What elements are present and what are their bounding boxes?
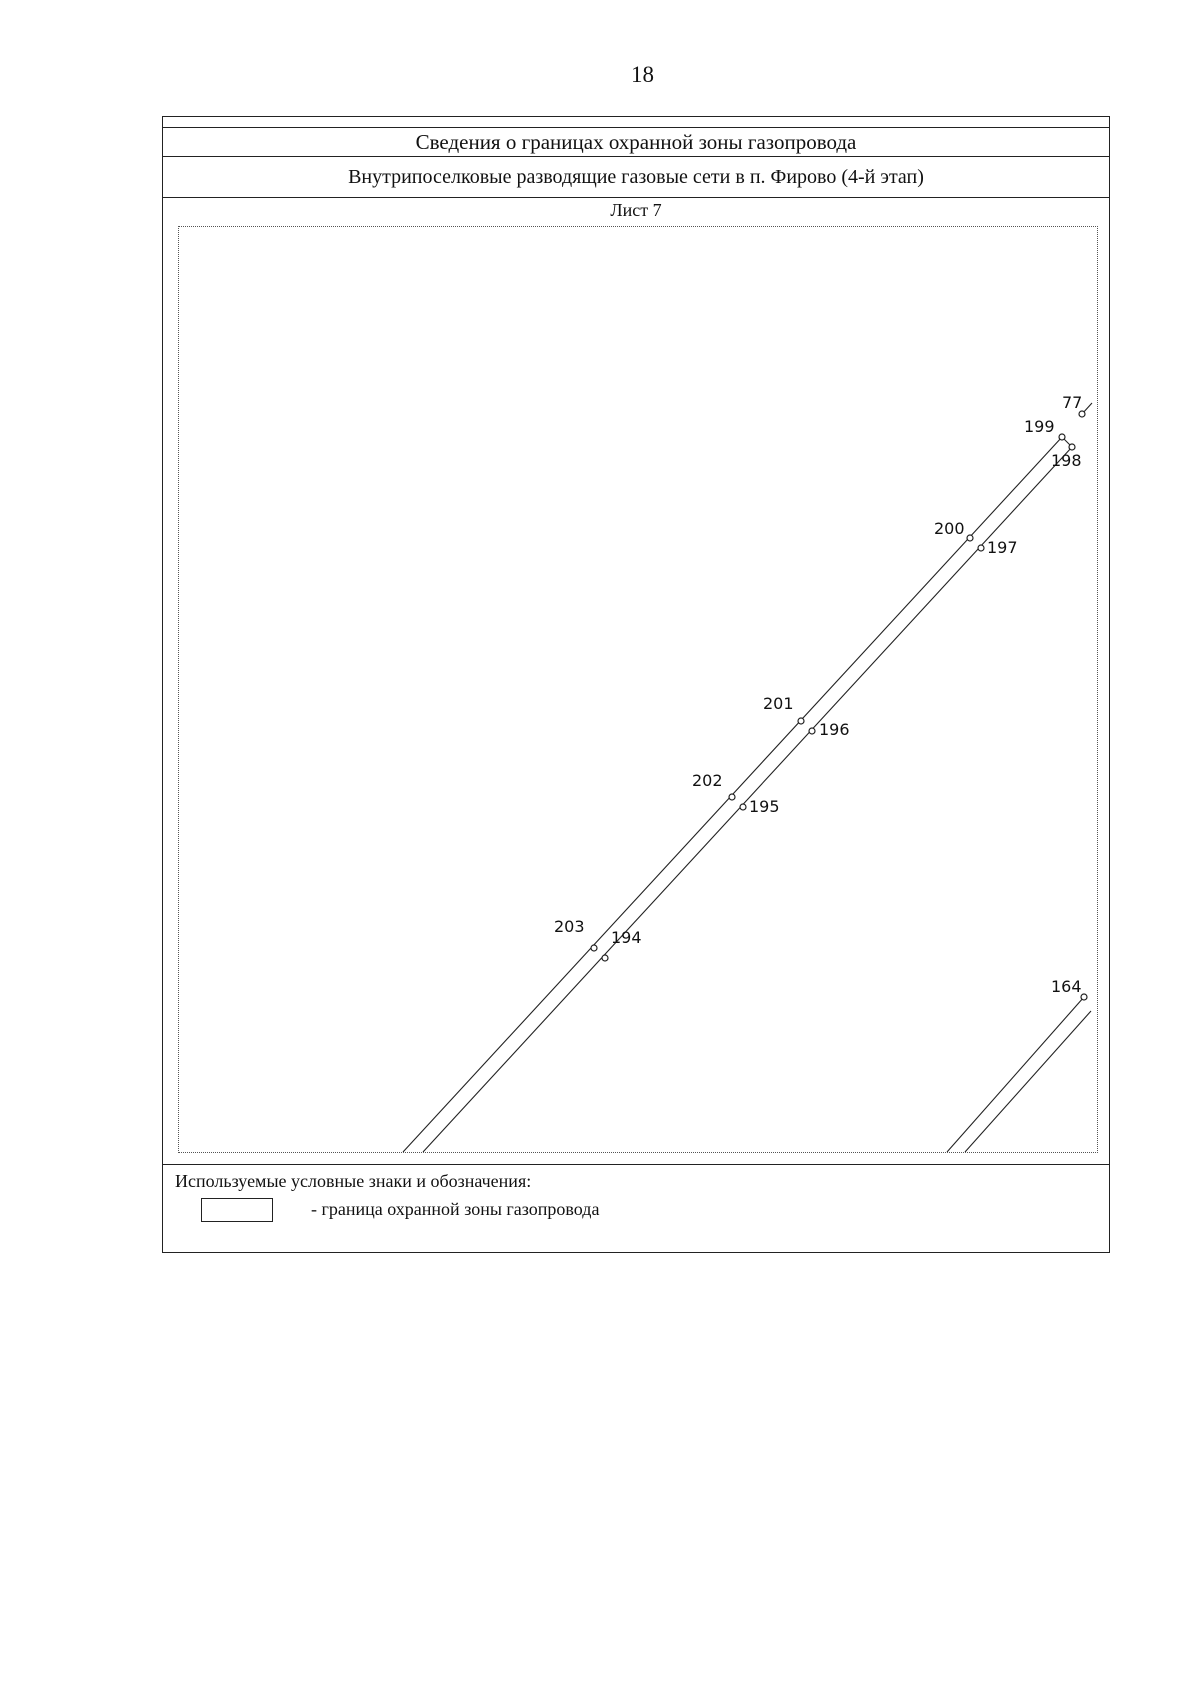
point-label-195: 195 <box>749 797 780 816</box>
boundary-lines <box>402 402 1093 1152</box>
point-label-203: 203 <box>554 917 585 936</box>
point-label-194: 194 <box>611 928 642 947</box>
point-77-marker <box>1078 410 1086 418</box>
point-164-marker <box>1080 993 1088 1001</box>
point-196-marker <box>808 727 816 735</box>
point-label-199: 199 <box>1024 417 1055 436</box>
boundary-line-164-a <box>946 996 1085 1152</box>
map-area: 77 199 198 200 197 201 196 202 195 203 1… <box>178 226 1098 1153</box>
point-203-marker <box>590 944 598 952</box>
point-label-164: 164 <box>1051 977 1082 996</box>
legend-title: Используемые условные знаки и обозначени… <box>175 1171 532 1191</box>
point-199-marker <box>1058 433 1066 441</box>
legend-boundary-text: - граница охранной зоны газопровода <box>311 1199 600 1219</box>
point-197-marker <box>977 544 985 552</box>
page-number: 18 <box>631 62 654 87</box>
document-title: Сведения о границах охранной зоны газопр… <box>163 127 1109 157</box>
point-label-200: 200 <box>934 519 965 538</box>
point-label-202: 202 <box>692 771 723 790</box>
sheet-label: Лист 7 <box>610 200 662 220</box>
point-label-198: 198 <box>1051 451 1082 470</box>
boundary-line-164-b <box>964 1010 1092 1152</box>
point-label-197: 197 <box>987 538 1018 557</box>
point-202-marker <box>728 793 736 801</box>
point-200-marker <box>966 534 974 542</box>
boundary-line-lower <box>422 446 1073 1152</box>
point-label-201: 201 <box>763 694 794 713</box>
point-194-marker <box>601 954 609 962</box>
point-198-marker <box>1068 443 1076 451</box>
boundary-map: 77 199 198 200 197 201 196 202 195 203 1… <box>402 393 1093 1152</box>
document-subtitle: Внутрипоселковые разводящие газовые сети… <box>163 157 1109 198</box>
legend: Используемые условные знаки и обозначени… <box>163 1164 1109 1252</box>
point-markers <box>590 410 1088 1001</box>
document-frame: Сведения о границах охранной зоны газопр… <box>162 116 1110 1253</box>
point-195-marker <box>739 803 747 811</box>
point-label-196: 196 <box>819 720 850 739</box>
legend-boundary-symbol <box>201 1198 273 1222</box>
point-201-marker <box>797 717 805 725</box>
point-label-77: 77 <box>1062 393 1082 412</box>
